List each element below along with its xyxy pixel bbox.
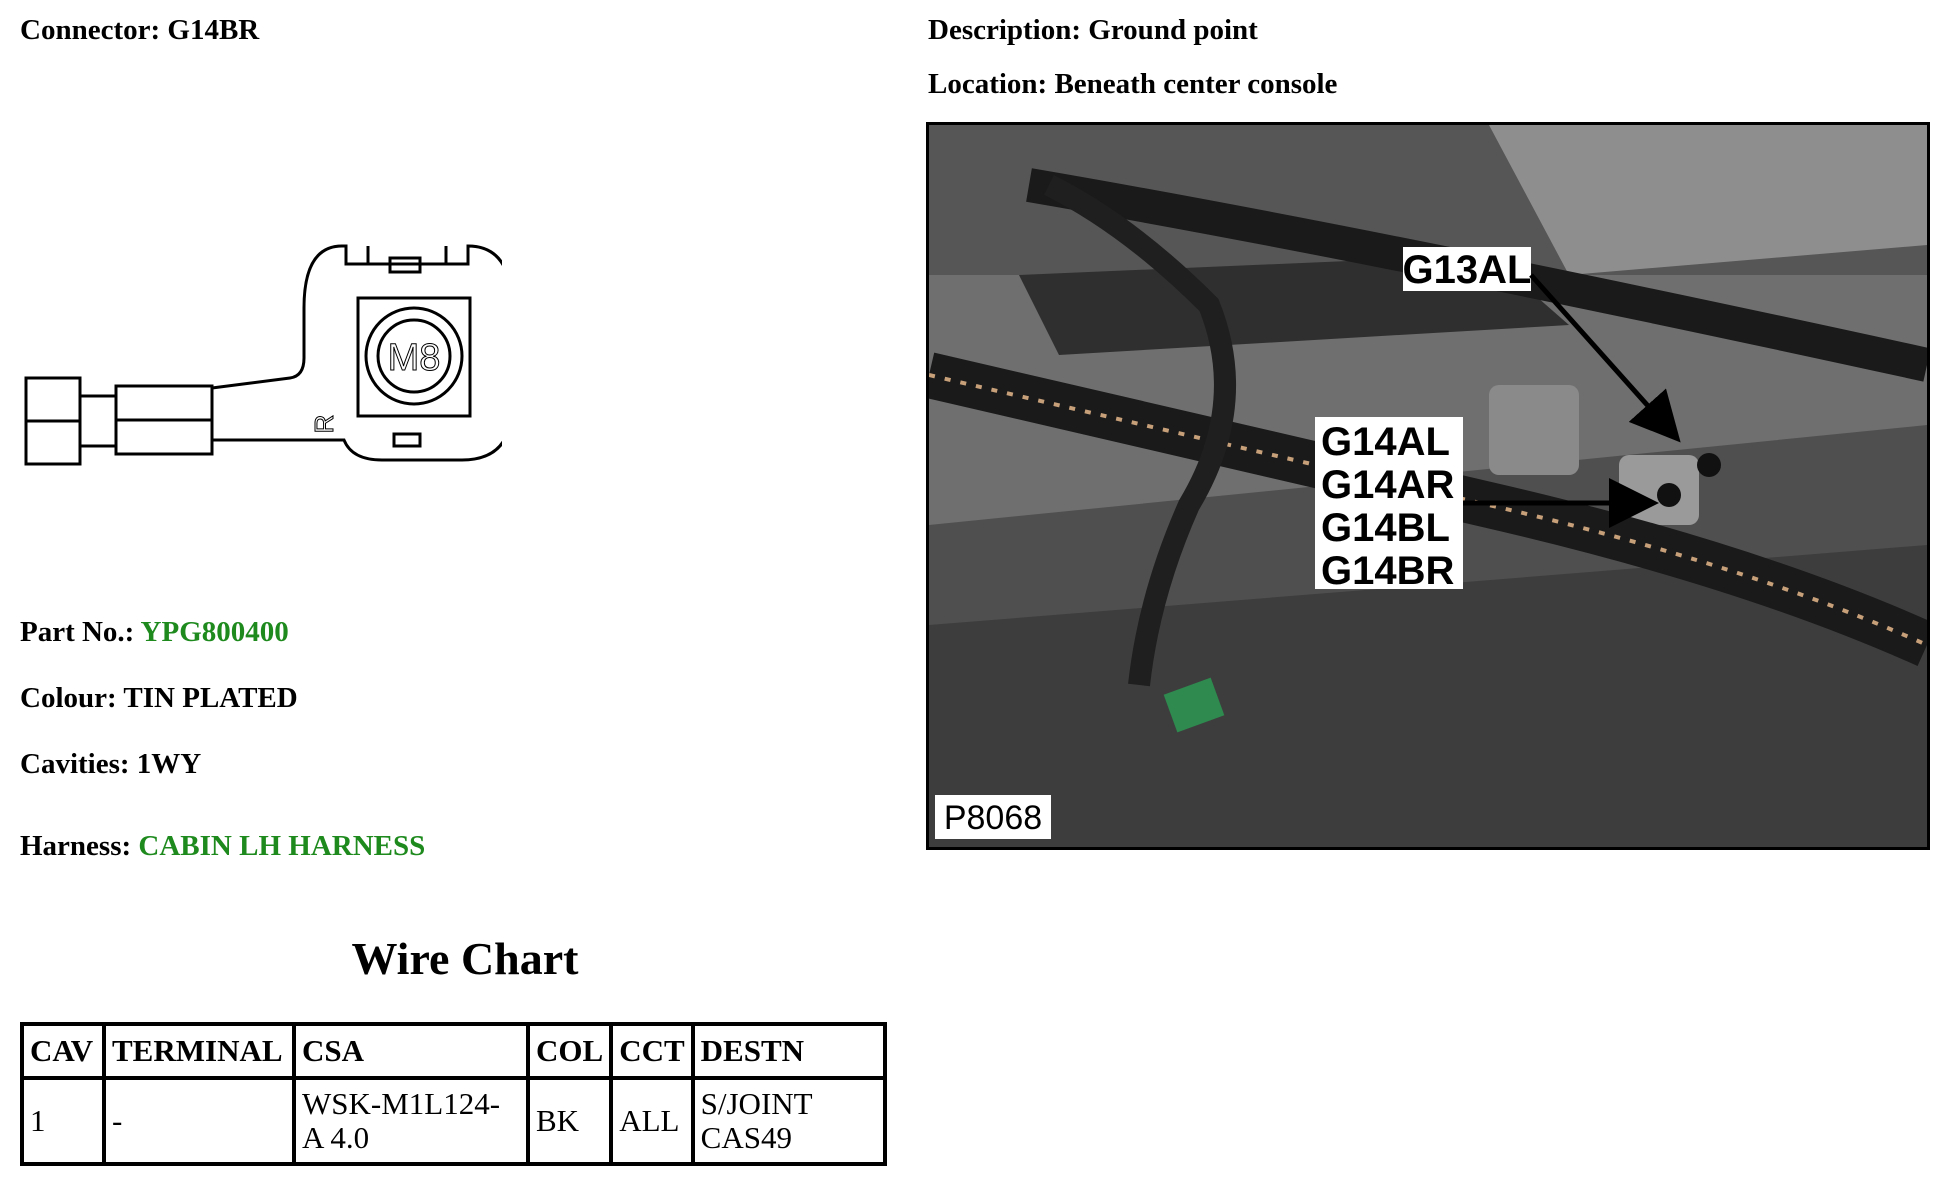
label-box-g14 bbox=[1315, 417, 1463, 589]
part-no-label: Part No.: bbox=[20, 616, 135, 648]
col-header-cct: CCT bbox=[609, 1022, 695, 1080]
table-row: 1 - WSK-M1L124- A 4.0 BK ALL S/JOINT CAS… bbox=[20, 1076, 887, 1166]
cavities-value: 1WY bbox=[136, 748, 202, 780]
location-field: Location: Beneath center console bbox=[928, 68, 1337, 101]
cavities-field: Cavities: 1WY bbox=[20, 748, 201, 781]
label-g14al: G14AL bbox=[1321, 420, 1450, 464]
col-header-destn: DESTN bbox=[690, 1022, 887, 1080]
label-g14br: G14BR bbox=[1321, 549, 1454, 593]
connector-diagram: M8 R bbox=[24, 244, 502, 466]
colour-value: TIN PLATED bbox=[123, 682, 298, 714]
label-g14bl: G14BL bbox=[1321, 506, 1450, 550]
col-header-csa: CSA bbox=[292, 1022, 530, 1080]
label-g13al: G13AL bbox=[1403, 248, 1532, 292]
col-header-cav: CAV bbox=[20, 1022, 106, 1080]
stud-square bbox=[356, 296, 472, 418]
cell-csa-line2: A 4.0 bbox=[302, 1120, 370, 1155]
ring-terminal-outline bbox=[211, 244, 502, 462]
part-no-value: YPG800400 bbox=[140, 616, 289, 648]
stud-inner-ring bbox=[376, 318, 452, 394]
arrow-g13al bbox=[1529, 273, 1681, 443]
colour-label: Colour: bbox=[20, 682, 117, 714]
label-g14ar: G14AR bbox=[1321, 463, 1454, 507]
col-header-col: COL bbox=[525, 1022, 614, 1080]
col-header-terminal: TERMINAL bbox=[102, 1022, 296, 1080]
cell-terminal: - bbox=[102, 1076, 296, 1166]
location-photo-illustration: G13AL G14AL G14AR G14BL G14BR P8068 bbox=[929, 125, 1927, 847]
cell-csa-line1: WSK-M1L124- bbox=[302, 1086, 501, 1121]
cell-destn: S/JOINT CAS49 bbox=[690, 1076, 887, 1166]
cell-col: BK bbox=[525, 1076, 614, 1166]
cell-cct: ALL bbox=[609, 1076, 695, 1166]
photo-ref-box bbox=[935, 795, 1051, 839]
cell-destn-line1: S/JOINT bbox=[700, 1086, 813, 1121]
description-field: Description: Ground point bbox=[928, 14, 1258, 47]
wire-chart-table: CAV TERMINAL CSA COL CCT DESTN 1 - WSK-M… bbox=[20, 1022, 887, 1166]
description-label: Description: bbox=[928, 14, 1082, 46]
part-no-field: Part No.: YPG800400 bbox=[20, 616, 289, 649]
cell-cav: 1 bbox=[20, 1076, 106, 1166]
location-value: Beneath center console bbox=[1054, 68, 1338, 100]
stud-outer-ring bbox=[364, 306, 464, 406]
stud-size-label: M8 bbox=[388, 337, 441, 379]
cell-destn-line2: CAS49 bbox=[700, 1120, 792, 1155]
label-box-g13al bbox=[1403, 247, 1531, 291]
green-connector bbox=[1163, 677, 1225, 733]
harness-value: CABIN LH HARNESS bbox=[138, 830, 426, 862]
connector-field: Connector: G14BR bbox=[20, 14, 259, 47]
location-label: Location: bbox=[928, 68, 1048, 100]
cavities-label: Cavities: bbox=[20, 748, 130, 780]
photo-ref-label: P8068 bbox=[944, 799, 1042, 837]
wire-chart-title: Wire Chart bbox=[351, 933, 579, 984]
description-value: Ground point bbox=[1088, 14, 1258, 46]
harness-label: Harness: bbox=[20, 830, 132, 862]
location-photo: G13AL G14AL G14AR G14BL G14BR P8068 bbox=[926, 122, 1930, 850]
colour-field: Colour: TIN PLATED bbox=[20, 682, 298, 715]
cell-csa: WSK-M1L124- A 4.0 bbox=[292, 1076, 530, 1166]
harness-field: Harness: CABIN LH HARNESS bbox=[20, 830, 425, 863]
orientation-mark: R bbox=[309, 415, 339, 434]
table-header-row: CAV TERMINAL CSA COL CCT DESTN bbox=[20, 1022, 887, 1080]
connector-value: G14BR bbox=[167, 14, 260, 46]
connector-label: Connector: bbox=[20, 14, 161, 46]
